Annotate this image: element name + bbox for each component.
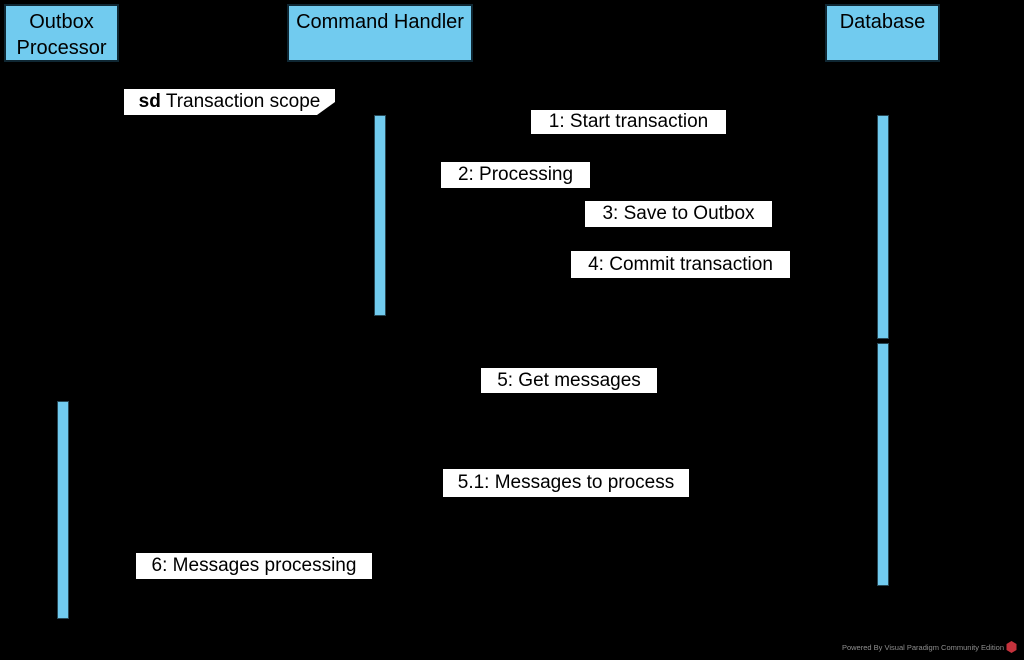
- message-label-commit-transaction: 4: Commit transaction: [571, 251, 790, 278]
- visual-paradigm-logo-icon: [1006, 641, 1017, 653]
- participant-database: Database: [825, 4, 940, 62]
- message-label-start-transaction: 1: Start transaction: [531, 110, 726, 134]
- message-label-get-messages: 5: Get messages: [481, 368, 657, 393]
- message-label-processing: 2: Processing: [441, 162, 590, 188]
- participant-command-handler: Command Handler: [287, 4, 473, 62]
- participant-label-line: Processor: [16, 37, 107, 59]
- message-label-messages-to-process: 5.1: Messages to process: [443, 469, 689, 497]
- participant-label: Command Handler: [296, 11, 464, 33]
- participant-label-line: Outbox: [29, 11, 94, 33]
- fragment-keyword: sd: [138, 91, 161, 112]
- watermark-text: Powered By Visual Paradigm Community Edi…: [841, 643, 1004, 652]
- activation-bar-database-2: [877, 343, 889, 586]
- activation-bar-command-handler: [374, 115, 386, 316]
- participant-outbox-processor: Outbox Processor: [4, 4, 119, 62]
- fragment-title: Transaction scope: [165, 91, 321, 112]
- activation-bar-outbox-processor: [57, 401, 69, 619]
- activation-bar-database-1: [877, 115, 889, 339]
- participant-label: Database: [839, 11, 926, 33]
- message-label-save-to-outbox: 3: Save to Outbox: [585, 201, 772, 227]
- message-label-messages-processing: 6: Messages processing: [136, 553, 372, 579]
